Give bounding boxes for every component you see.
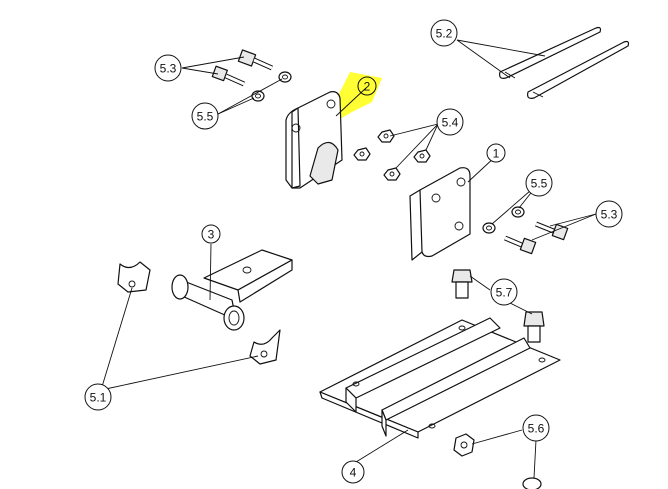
callout-3: 3 — [201, 224, 221, 244]
callout-2: 2 — [357, 76, 377, 96]
washers-5-5-right — [482, 206, 525, 234]
callout-5-2: 5.2 — [430, 19, 458, 47]
callout-5-5-right: 5.5 — [525, 169, 553, 197]
callout-5-3-right: 5.3 — [595, 200, 623, 228]
bolts-5-7 — [451, 269, 545, 343]
callout-1: 1 — [486, 143, 506, 163]
strap-pair-5-2 — [499, 26, 630, 99]
callout-5-5-right-label: 5.5 — [531, 177, 548, 191]
callout-2-highlight — [336, 72, 382, 120]
callout-5-4-label: 5.4 — [442, 116, 459, 130]
callout-5-3-right-label: 5.3 — [601, 208, 618, 222]
callout-5-3-left: 5.3 — [154, 54, 182, 82]
bracket-part-2 — [285, 91, 343, 189]
callout-4: 4 — [341, 460, 365, 484]
callout-5-1-label: 5.1 — [90, 391, 107, 405]
callout-5-4: 5.4 — [436, 108, 464, 136]
clips-5-1 — [117, 261, 281, 365]
washers-5-5-left — [251, 71, 292, 102]
callout-2-label: 2 — [364, 80, 371, 94]
callout-5-7-label: 5.7 — [496, 286, 513, 300]
plate-part-1 — [409, 167, 471, 261]
callout-5-6: 5.6 — [522, 414, 550, 442]
callout-5-7: 5.7 — [490, 278, 518, 306]
callout-5-5-left-label: 5.5 — [197, 110, 214, 124]
callout-4-label: 4 — [350, 466, 357, 480]
callout-5-2-label: 5.2 — [436, 27, 453, 41]
callout-3-label: 3 — [208, 228, 215, 242]
callout-5-1: 5.1 — [84, 383, 112, 411]
callout-1-label: 1 — [493, 147, 500, 161]
tube-part-3 — [171, 249, 293, 331]
nuts-5-4 — [353, 129, 431, 181]
nuts-5-6 — [453, 433, 542, 489]
callout-5-6-label: 5.6 — [528, 422, 545, 436]
base-plate-part-4 — [319, 317, 561, 439]
callout-5-5-left: 5.5 — [191, 102, 219, 130]
callout-5-3-left-label: 5.3 — [160, 62, 177, 76]
bolts-5-3-left — [211, 49, 274, 87]
bolts-5-3-right — [504, 221, 569, 255]
